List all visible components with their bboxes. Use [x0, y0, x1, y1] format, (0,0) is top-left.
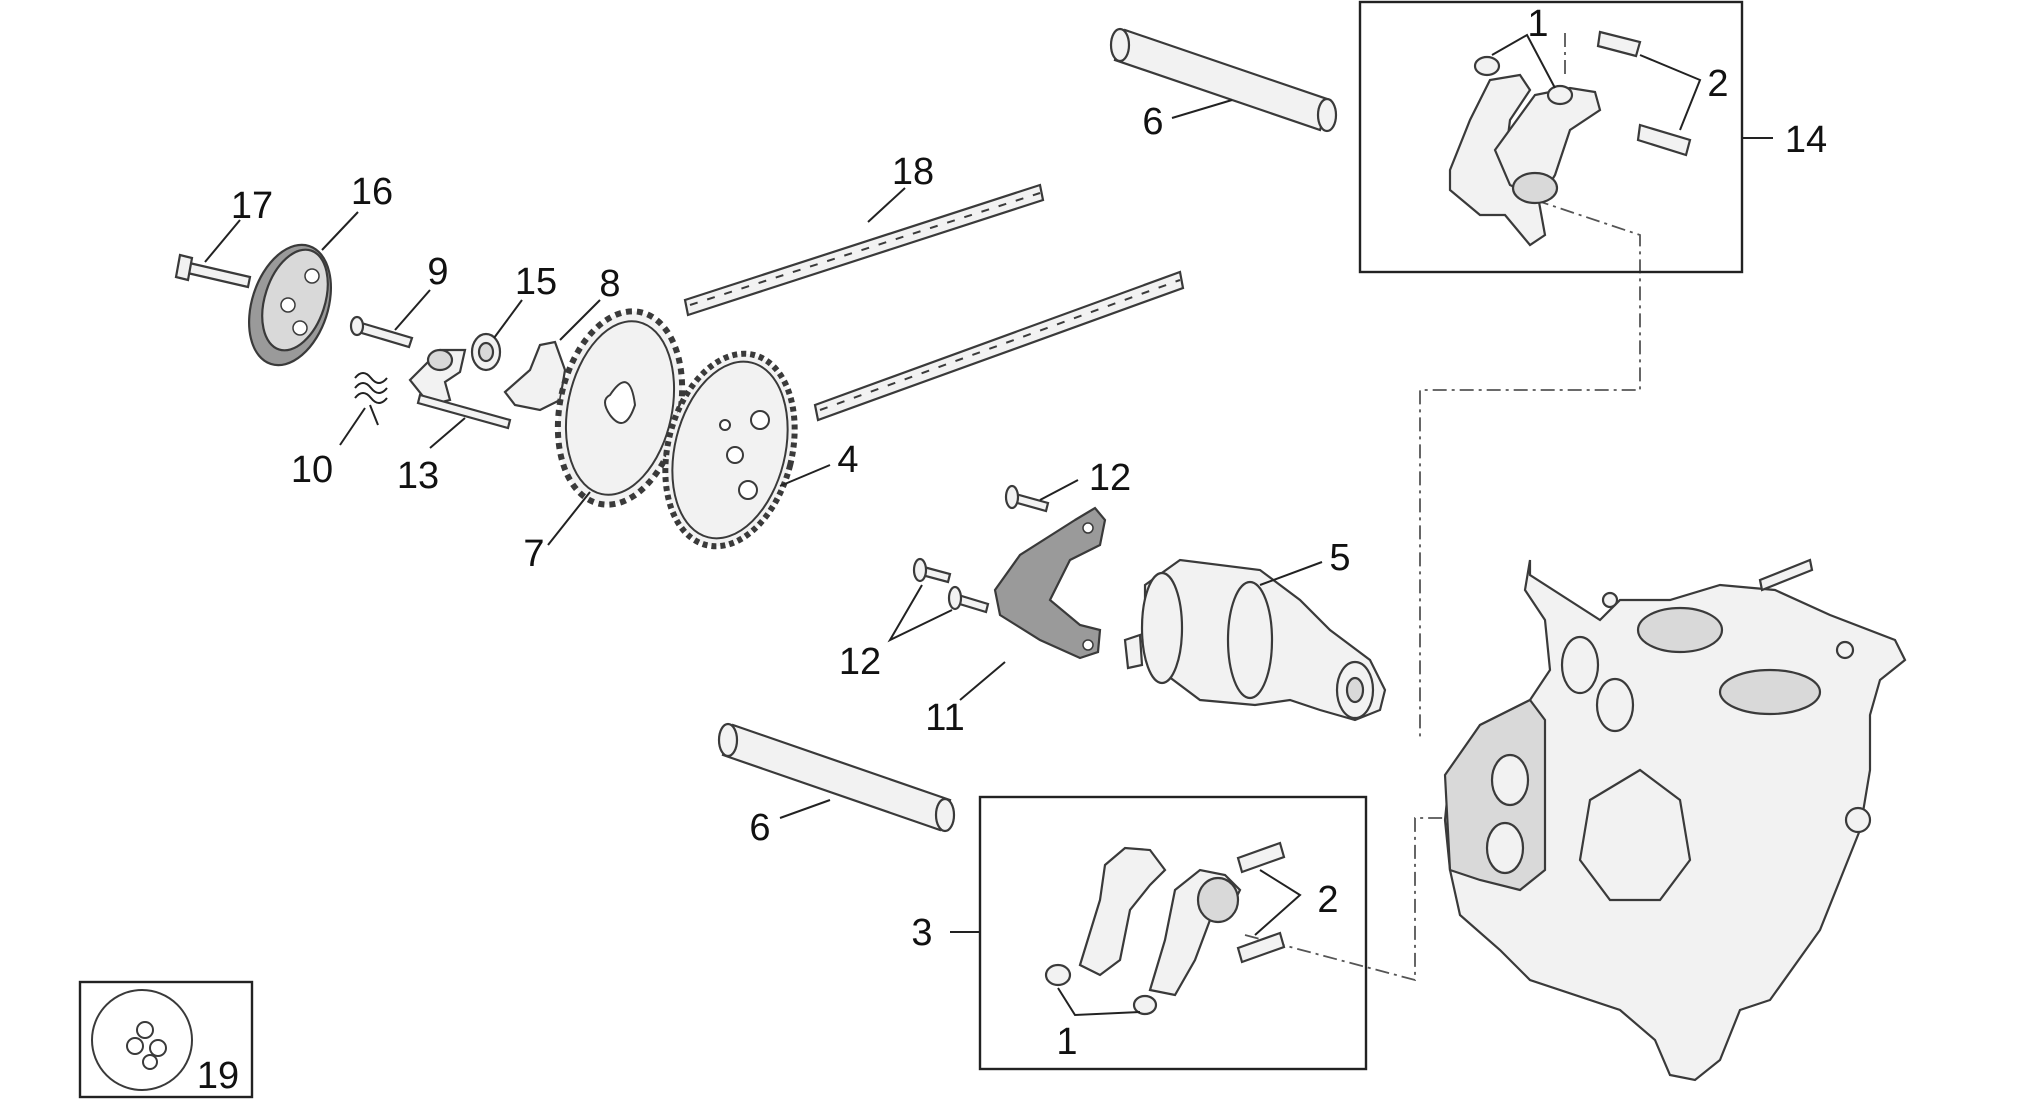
- callout-1-top: 1: [1527, 3, 1548, 45]
- rocker-arm-assembly-bottom: [1044, 841, 1286, 1016]
- screw-12-left-a: [912, 557, 952, 584]
- sprocket-7: [554, 308, 686, 508]
- cylinder-head: [1443, 558, 1907, 1082]
- callout-7: 7: [523, 533, 544, 575]
- callout-2-top: 2: [1707, 63, 1728, 105]
- kit-box-19: [78, 980, 254, 1099]
- callout-14: 14: [1785, 119, 1827, 161]
- bolt-17: [174, 253, 252, 289]
- callout-15: 15: [515, 261, 557, 303]
- decompressor-weight: [408, 348, 467, 407]
- callout-6-top: 6: [1142, 101, 1163, 143]
- sprocket-4: [662, 350, 798, 550]
- bushing-15: [470, 332, 502, 372]
- callout-6-bottom: 6: [749, 807, 770, 849]
- callout-4: 4: [837, 439, 858, 481]
- callout-19: 19: [197, 1055, 239, 1097]
- callout-5: 5: [1329, 537, 1350, 579]
- screw-12-left-b: [947, 585, 990, 614]
- camshaft-5: [1123, 558, 1387, 722]
- callout-12-top: 12: [1089, 457, 1131, 499]
- callout-18: 18: [892, 151, 934, 193]
- pin-13: [416, 393, 512, 430]
- callout-9: 9: [427, 251, 448, 293]
- rocker-shaft-bottom: [717, 722, 956, 833]
- callout-3: 3: [911, 912, 932, 954]
- screw-9: [349, 315, 414, 349]
- rocker-shaft-top: [1109, 27, 1338, 133]
- timing-chain-upper: [683, 183, 1045, 317]
- kit-icon-19: [91, 989, 193, 1091]
- callout-12-left: 12: [839, 641, 881, 683]
- callout-13: 13: [397, 455, 439, 497]
- spring-10: [354, 372, 388, 426]
- callout-10: 10: [291, 449, 333, 491]
- callout-11: 11: [925, 697, 964, 739]
- callout-16: 16: [351, 171, 393, 213]
- callout-8: 8: [599, 263, 620, 305]
- screw-12-top: [1004, 484, 1050, 513]
- timing-chain-lower: [813, 270, 1185, 422]
- rocker-arm-assembly-top: [1448, 30, 1692, 247]
- callout-17: 17: [231, 185, 273, 227]
- lever-8: [503, 340, 567, 412]
- callout-1-bottom: 1: [1056, 1021, 1077, 1063]
- retaining-plate-11: [993, 506, 1107, 660]
- cover-16: [247, 243, 333, 367]
- callout-2-bottom: 2: [1317, 879, 1338, 921]
